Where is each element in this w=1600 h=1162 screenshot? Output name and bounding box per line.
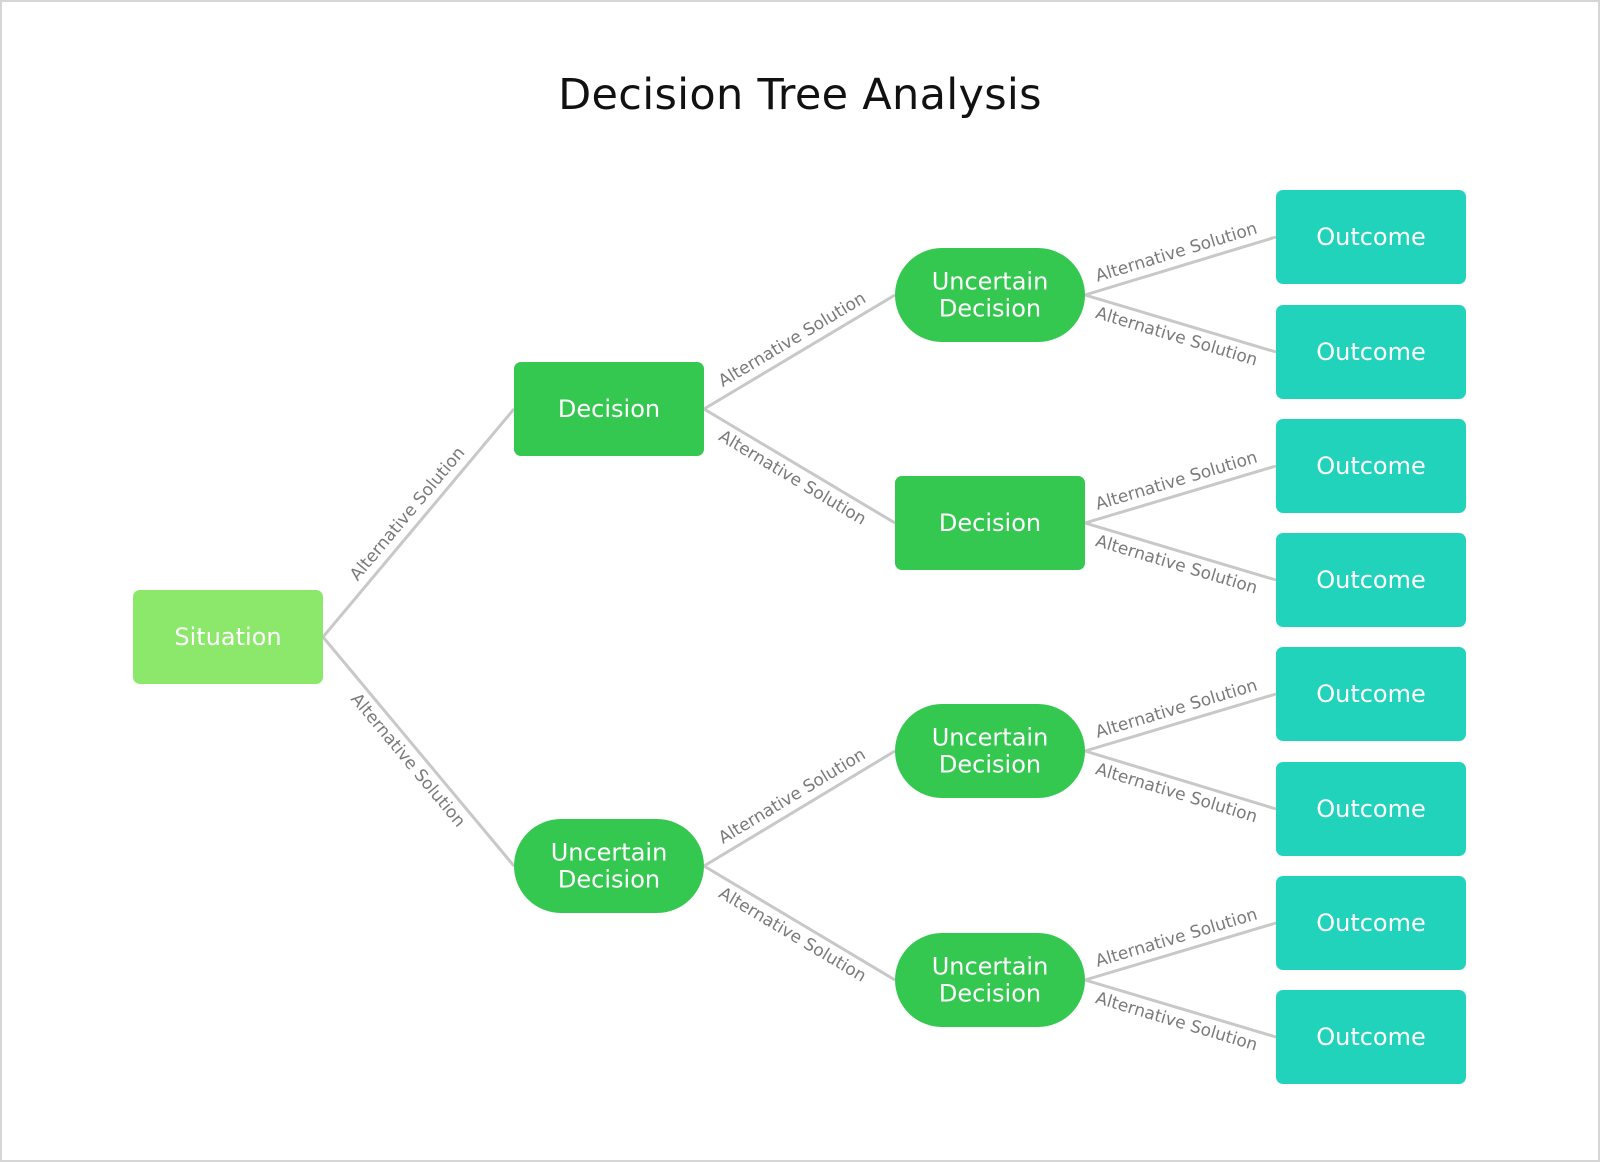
edge-uncertain-1-to-outcome-2 <box>1084 293 1277 354</box>
node-label: Uncertain <box>932 724 1049 752</box>
node-outcome-1: Outcome <box>1276 190 1466 284</box>
edge-uncertain-3-to-outcome-5 <box>1084 692 1277 753</box>
node-label: Decision <box>558 395 660 423</box>
outcome-box <box>1276 419 1466 513</box>
node-label: Decision <box>939 751 1041 779</box>
edge-uncertain-4-to-outcome-7 <box>1084 921 1277 982</box>
node-decision-2: Decision <box>895 476 1085 570</box>
nodes-layer: SituationDecisionUncertainDecisionUncert… <box>133 190 1466 1084</box>
edge-uncertain-3-to-outcome-6 <box>1084 749 1277 811</box>
edge-decision-2-to-outcome-3 <box>1084 464 1277 525</box>
decision-box <box>514 819 704 913</box>
edge-decision-1-to-uncertain-1 <box>703 293 896 411</box>
outcome-box <box>1276 762 1466 856</box>
edge-label: Alternative Solution <box>1093 759 1260 827</box>
edge-label: Alternative Solution <box>1093 447 1260 514</box>
node-label: Outcome <box>1316 223 1426 251</box>
situation-box <box>133 590 323 684</box>
outcome-box <box>1276 990 1466 1084</box>
node-outcome-7: Outcome <box>1276 876 1466 970</box>
node-decision-1: Decision <box>514 362 704 456</box>
diagram-title: Decision Tree Analysis <box>558 70 1042 120</box>
edge-label: Alternative Solution <box>715 288 869 391</box>
decision-box <box>895 476 1085 570</box>
node-label: Outcome <box>1316 452 1426 480</box>
edge-uncertain-1-to-outcome-1 <box>1084 235 1277 297</box>
node-label: Outcome <box>1316 909 1426 937</box>
node-label: Decision <box>939 295 1041 323</box>
edge-label: Alternative Solution <box>1093 219 1260 287</box>
outcome-box <box>1276 876 1466 970</box>
node-label: Decision <box>939 980 1041 1008</box>
edge-label: Alternative Solution <box>715 745 869 849</box>
node-label: Decision <box>939 509 1041 537</box>
edge-label: Alternative Solution <box>1093 675 1260 742</box>
edge-label: Alternative Solution <box>346 443 469 585</box>
edge-label: Alternative Solution <box>715 426 869 529</box>
edge-label: Alternative Solution <box>1093 904 1260 971</box>
edge-label: Alternative Solution <box>1093 303 1260 370</box>
edge-decision-2-to-outcome-4 <box>1084 521 1277 582</box>
edge-uncertain-2-to-uncertain-4 <box>703 864 896 982</box>
node-label: Uncertain <box>932 268 1049 296</box>
edge-uncertain-2-to-uncertain-3 <box>703 749 896 868</box>
edge-decision-1-to-decision-2 <box>703 407 896 525</box>
node-outcome-5: Outcome <box>1276 647 1466 741</box>
decision-box <box>895 933 1085 1027</box>
node-outcome-8: Outcome <box>1276 990 1466 1084</box>
outcome-box <box>1276 647 1466 741</box>
node-outcome-2: Outcome <box>1276 305 1466 399</box>
node-label: Outcome <box>1316 795 1426 823</box>
node-label: Outcome <box>1316 1023 1426 1051</box>
outcome-box <box>1276 533 1466 627</box>
edge-label: Alternative Solution <box>1093 988 1260 1055</box>
edge-situation-to-uncertain-2 <box>321 636 516 867</box>
node-label: Situation <box>174 623 281 651</box>
edge-uncertain-4-to-outcome-8 <box>1084 978 1277 1039</box>
node-label: Outcome <box>1316 680 1426 708</box>
decision-box <box>514 362 704 456</box>
outcome-box <box>1276 190 1466 284</box>
node-label: Uncertain <box>932 953 1049 981</box>
edge-label: Alternative Solution <box>715 883 869 986</box>
node-outcome-3: Outcome <box>1276 419 1466 513</box>
decision-box <box>895 704 1085 798</box>
node-situation: Situation <box>133 590 323 684</box>
node-label: Decision <box>558 866 660 894</box>
node-label: Outcome <box>1316 338 1426 366</box>
node-label: Outcome <box>1316 566 1426 594</box>
edge-label: Alternative Solution <box>346 690 469 832</box>
edge-situation-to-decision-1 <box>321 408 516 638</box>
outcome-box <box>1276 305 1466 399</box>
node-label: Uncertain <box>551 839 668 867</box>
node-outcome-6: Outcome <box>1276 762 1466 856</box>
node-outcome-4: Outcome <box>1276 533 1466 627</box>
edge-label: Alternative Solution <box>1093 531 1260 598</box>
decision-box <box>895 248 1085 342</box>
